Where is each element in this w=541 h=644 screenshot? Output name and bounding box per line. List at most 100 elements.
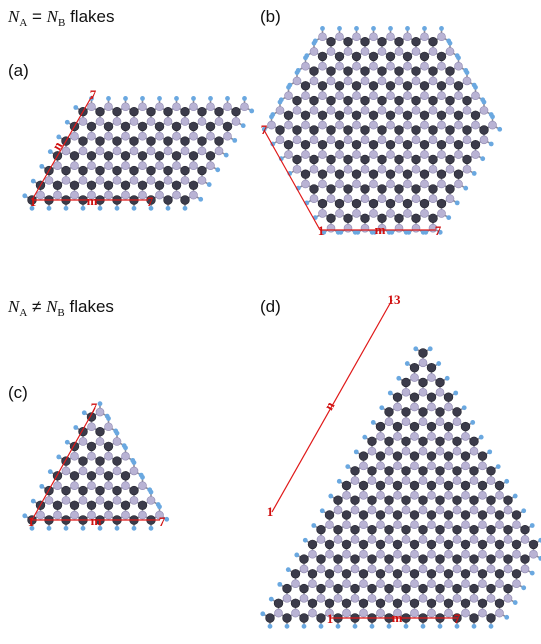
hydrogen-atom [362, 434, 368, 440]
hydrogen-atom [488, 141, 494, 147]
carbon-atom-a [307, 539, 318, 550]
carbon-atom-b [112, 466, 122, 476]
carbon-atom-b [486, 476, 496, 485]
carbon-atom-a [443, 451, 454, 461]
carbon-atom-a [469, 436, 479, 447]
carbon-atom-b [318, 179, 327, 189]
hydrogen-atom [321, 229, 327, 235]
carbon-atom-b [369, 32, 378, 42]
carbon-atom-a [411, 184, 421, 194]
carbon-atom-b [342, 520, 351, 530]
carbon-atom-b [350, 535, 360, 544]
carbon-atom-b [393, 520, 402, 530]
carbon-atom-b [376, 432, 385, 441]
carbon-atom-a [317, 169, 328, 179]
carbon-atom-a [401, 524, 411, 535]
carbon-atom-a [375, 510, 386, 520]
carbon-atom-a [78, 485, 88, 496]
carbon-atom-a [486, 583, 496, 594]
carbon-atom-b [369, 61, 378, 71]
carbon-atom-b [403, 61, 412, 71]
carbon-atom-b [343, 76, 353, 86]
carbon-atoms [265, 348, 539, 623]
carbon-atom-b [70, 510, 79, 520]
carbon-atom-b [129, 466, 139, 476]
carbon-atom-b [401, 417, 411, 427]
carbon-atom-a [452, 524, 462, 535]
carbon-atom-a [377, 36, 387, 47]
carbon-atom-b [418, 535, 428, 544]
carbon-atom-b [401, 535, 411, 544]
hydrogen-atom [403, 623, 409, 629]
carbon-atom-a [333, 583, 343, 594]
carbon-atom-b [445, 135, 455, 145]
carbon-atom-a [460, 421, 471, 432]
carbon-atom-b [418, 446, 428, 456]
carbon-atom-b [435, 505, 445, 515]
carbon-atom-a [103, 500, 114, 510]
hydrogen-atom [80, 525, 86, 531]
carbon-atom-a [384, 583, 394, 594]
carbon-atom-b [359, 549, 368, 559]
carbon-atom-a [428, 95, 438, 106]
carbon-atom-b [138, 190, 147, 200]
carbon-atom-a [418, 495, 428, 505]
carbon-atom-b [486, 564, 496, 574]
hydrogen-atom [473, 84, 478, 90]
hydrogen-atom [29, 205, 35, 211]
carbon-atom-b [437, 120, 446, 130]
carbon-atom-a [409, 598, 420, 608]
carbon-atom-b [206, 102, 215, 112]
carbon-atom-b [53, 481, 62, 490]
hydrogen-atom [225, 96, 230, 101]
hydrogen-atom [97, 401, 103, 407]
carbon-atom-a [231, 106, 241, 117]
carbon-atom-b [129, 117, 139, 126]
carbon-atom-a [112, 106, 122, 117]
hydrogen-atom [371, 26, 376, 31]
carbon-atom-a [436, 51, 447, 62]
carbon-atom-b [318, 32, 327, 42]
carbon-atom-a [436, 169, 447, 179]
carbon-atom-b [121, 481, 130, 490]
carbon-atom-b [454, 150, 463, 159]
carbon-atom-b [299, 594, 309, 603]
hydrogen-atom [97, 205, 103, 211]
carbon-atom-b [333, 594, 343, 603]
carbon-atom-b [61, 466, 71, 476]
carbon-atom-b [428, 194, 438, 204]
carbon-atom-b [189, 131, 198, 141]
carbon-atom-b [393, 432, 402, 441]
carbon-atom-b [410, 579, 419, 588]
carbon-atom-a [282, 583, 292, 594]
carbon-atom-a [503, 583, 513, 594]
carbon-atom-b [104, 131, 113, 141]
carbon-atom-a [392, 598, 403, 608]
carbon-atom-a [443, 421, 454, 432]
carbon-atom-b [95, 437, 105, 446]
carbon-atom-a [78, 136, 88, 146]
carbon-atom-b [53, 510, 62, 520]
carbon-atom-a [343, 95, 353, 106]
carbon-atom-a [86, 121, 97, 132]
carbon-atom-a [375, 451, 386, 461]
index-m-end: 7 [159, 514, 166, 529]
carbon-atom-b [112, 437, 122, 446]
carbon-atom-a [180, 195, 190, 205]
carbon-atom-b [452, 535, 462, 544]
hydrogen-atom [22, 193, 28, 199]
carbon-atom-b [318, 150, 327, 159]
carbon-atom-a [377, 125, 387, 135]
carbon-atom-a [350, 524, 360, 535]
carbon-atom-b [495, 608, 504, 618]
carbon-atom-b [309, 164, 319, 174]
carbon-atom-a [197, 106, 207, 117]
carbon-atom-b [411, 106, 421, 115]
carbon-atom-b [394, 164, 404, 174]
carbon-atom-a [358, 539, 369, 550]
carbon-atom-a [494, 539, 505, 550]
carbon-atom-a [163, 195, 173, 205]
index-n-end: 13 [388, 292, 402, 307]
carbon-atom-b [275, 106, 285, 115]
carbon-atom-b [87, 161, 96, 170]
